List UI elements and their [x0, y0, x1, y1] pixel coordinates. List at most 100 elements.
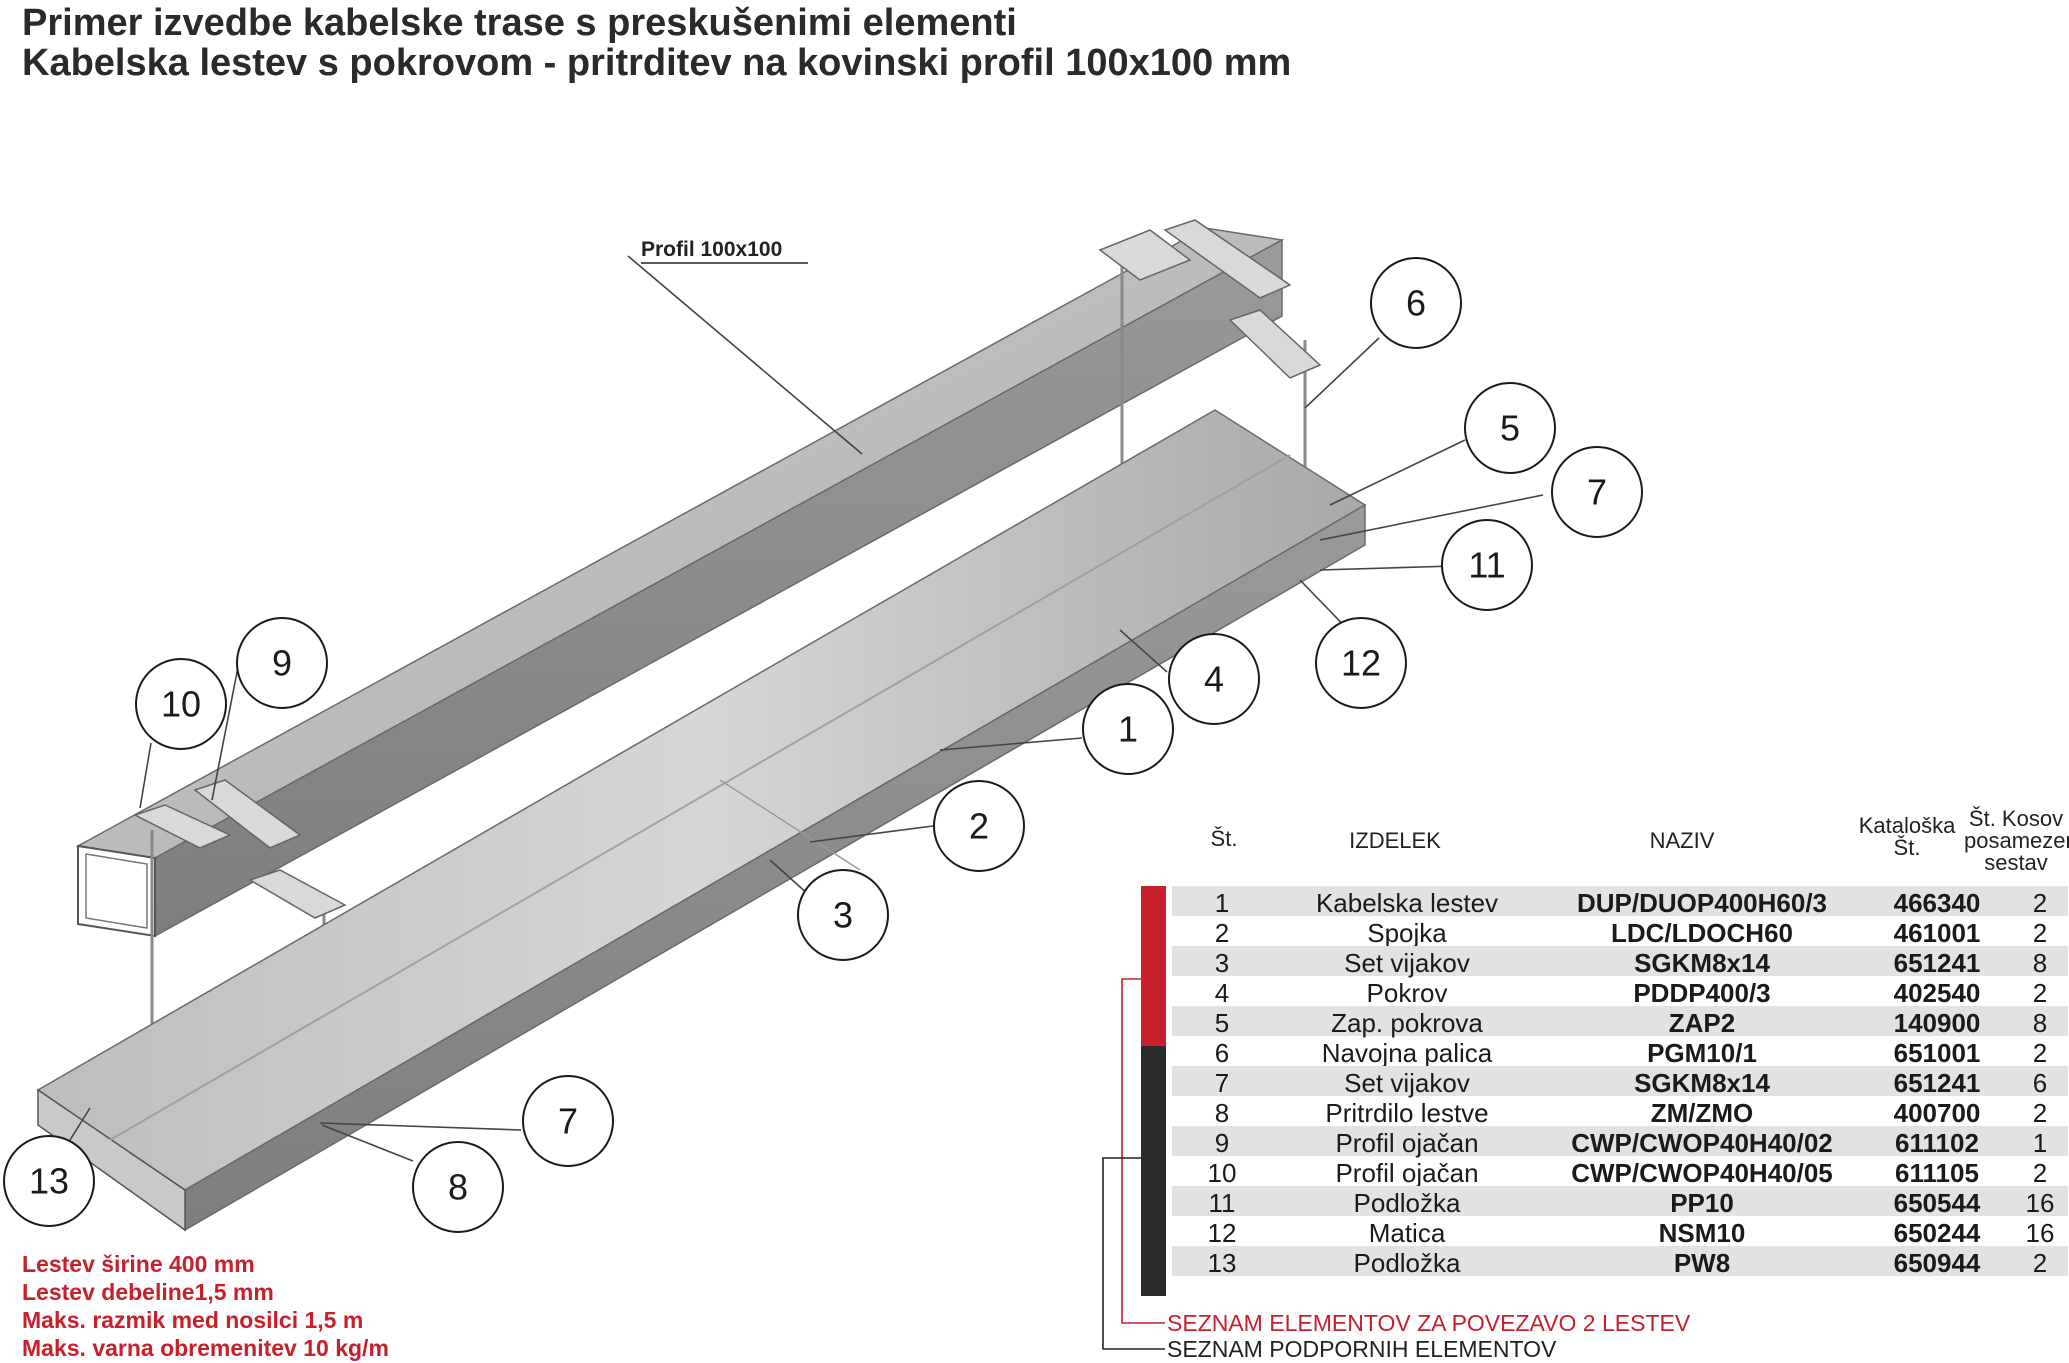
cell-izdelek: Podložka [1353, 1248, 1461, 1278]
callout-4: 4 [1168, 633, 1260, 725]
svg-text:5: 5 [1500, 408, 1520, 449]
cell-kosov: 2 [2032, 1158, 2048, 1188]
table-row: 6 Navojna palica PGM10/1 651001 2 [1172, 1036, 2068, 1068]
cell-naziv: SGKM8x14 [1634, 948, 1770, 978]
spec-span: Maks. razmik med nosilci 1,5 m [22, 1307, 364, 1333]
table-row: 8 Pritrdilo lestve ZM/ZMO 400700 2 [1172, 1096, 2068, 1128]
cell-izdelek: Kabelska lestev [1315, 888, 1499, 918]
spec-thickness: Lestev debeline1,5 mm [22, 1279, 274, 1305]
steel-profile [75, 227, 1285, 938]
leader-lines [69, 255, 1544, 1162]
cell-kosov: 2 [2032, 918, 2048, 948]
table-row: 11 Podložka PP10 650544 16 [1172, 1186, 2068, 1218]
cell-kataloska: 650244 [1893, 1218, 1981, 1248]
cell-izdelek: Pokrov [1366, 978, 1448, 1008]
cell-kataloska: 611105 [1895, 1158, 1979, 1188]
table-row: 12 Matica NSM10 650244 16 [1172, 1216, 2068, 1248]
cell-no: 7 [1214, 1068, 1230, 1098]
cell-izdelek: Set vijakov [1344, 948, 1470, 978]
cell-izdelek: Profil ojačan [1335, 1158, 1479, 1188]
callout-10: 10 [135, 658, 227, 750]
cell-no: 13 [1207, 1248, 1237, 1278]
callout-2: 2 [933, 780, 1025, 872]
svg-text:8: 8 [448, 1167, 468, 1208]
svg-text:7: 7 [558, 1101, 578, 1142]
callout-6: 6 [1370, 257, 1462, 349]
cell-izdelek: Pritrdilo lestve [1325, 1098, 1489, 1128]
cell-izdelek: Profil ojačan [1335, 1128, 1479, 1158]
table-row: 3 Set vijakov SGKM8x14 651241 8 [1172, 946, 2068, 978]
callout-13: 13 [3, 1135, 95, 1227]
cell-kosov: 1 [2032, 1128, 2048, 1158]
callout-5: 5 [1464, 382, 1556, 474]
cell-no: 8 [1214, 1098, 1230, 1128]
callout-9: 9 [236, 617, 328, 709]
cell-izdelek: Set vijakov [1344, 1068, 1470, 1098]
svg-text:1: 1 [1118, 709, 1138, 750]
cell-izdelek: Zap. pokrova [1331, 1008, 1483, 1038]
cell-no: 6 [1214, 1038, 1230, 1068]
cell-kataloska: 466340 [1893, 888, 1981, 918]
cell-kosov: 8 [2032, 1008, 2048, 1038]
header-izdelek: IZDELEK [1349, 828, 1441, 853]
cell-kosov: 2 [2032, 1038, 2048, 1068]
legend-connectors [1102, 978, 1165, 1350]
cell-kataloska: 461001 [1893, 918, 1981, 948]
cell-naziv: CWP/CWOP40H40/02 [1571, 1128, 1833, 1158]
cell-naziv: NSM10 [1658, 1218, 1746, 1248]
cell-kataloska: 402540 [1893, 978, 1981, 1008]
cell-naziv: LDC/LDOCH60 [1610, 918, 1793, 948]
cell-kataloska: 650544 [1893, 1188, 1981, 1218]
title-line-2: Kabelska lestev s pokrovom - pritrditev … [22, 42, 1292, 84]
header-naziv: NAZIV [1649, 828, 1715, 853]
specs-block: Lestev širine 400 mm Lestev debeline1,5 … [22, 1250, 389, 1362]
header-no: Št. [1210, 826, 1238, 851]
cell-kosov: 2 [2032, 888, 2048, 918]
cell-kosov: 8 [2032, 948, 2048, 978]
cell-kataloska: 611102 [1895, 1128, 1979, 1158]
svg-text:3: 3 [833, 895, 853, 936]
cell-no: 3 [1214, 948, 1230, 978]
cell-no: 2 [1214, 918, 1230, 948]
cell-kosov: 16 [2025, 1218, 2055, 1248]
cell-kataloska: 651241 [1893, 1068, 1981, 1098]
callout-7-bottom: 7 [522, 1075, 614, 1167]
cell-naziv: CWP/CWOP40H40/05 [1571, 1158, 1833, 1188]
cell-kosov: 2 [2032, 978, 2048, 1008]
cell-no: 5 [1214, 1008, 1230, 1038]
cell-naziv: PW8 [1673, 1248, 1731, 1278]
table-row: 9 Profil ojačan CWP/CWOP40H40/02 611102 … [1172, 1126, 2068, 1158]
cell-kataloska: 651241 [1893, 948, 1981, 978]
svg-text:12: 12 [1341, 643, 1381, 684]
support-elements-bar [1141, 1046, 1166, 1296]
cell-naziv: DUP/DUOP400H60/3 [1577, 888, 1827, 918]
title-line-1: Primer izvedbe kabelske trase s preskuše… [22, 2, 1017, 44]
cell-naziv: ZAP2 [1668, 1008, 1736, 1038]
cell-izdelek: Matica [1368, 1218, 1446, 1248]
cell-kataloska: 651001 [1893, 1038, 1981, 1068]
callout-1: 1 [1082, 683, 1174, 775]
table-row: 5 Zap. pokrova ZAP2 140900 8 [1172, 1006, 2068, 1038]
cell-no: 1 [1214, 888, 1230, 918]
cell-naziv: PP10 [1670, 1188, 1734, 1218]
callout-11: 11 [1441, 519, 1533, 611]
cell-no: 12 [1207, 1218, 1237, 1248]
cell-naziv: ZM/ZMO [1650, 1098, 1754, 1128]
table-row: 10 Profil ojačan CWP/CWOP40H40/05 611105… [1172, 1156, 2068, 1188]
cell-no: 4 [1214, 978, 1230, 1008]
cell-kataloska: 140900 [1893, 1008, 1981, 1038]
table-row: 1 Kabelska lestev DUP/DUOP400H60/3 46634… [1172, 886, 2068, 918]
svg-text:4: 4 [1204, 659, 1224, 700]
cell-kosov: 16 [2025, 1188, 2055, 1218]
callout-7-top: 7 [1551, 446, 1643, 538]
svg-text:7: 7 [1587, 472, 1607, 513]
cell-naziv: PDDP400/3 [1633, 978, 1771, 1008]
svg-text:10: 10 [161, 684, 201, 725]
cell-kataloska: 650944 [1893, 1248, 1981, 1278]
table-row: 13 Podložka PW8 650944 2 [1172, 1246, 2068, 1278]
svg-text:6: 6 [1406, 283, 1426, 324]
cable-ladder [36, 409, 1367, 1232]
